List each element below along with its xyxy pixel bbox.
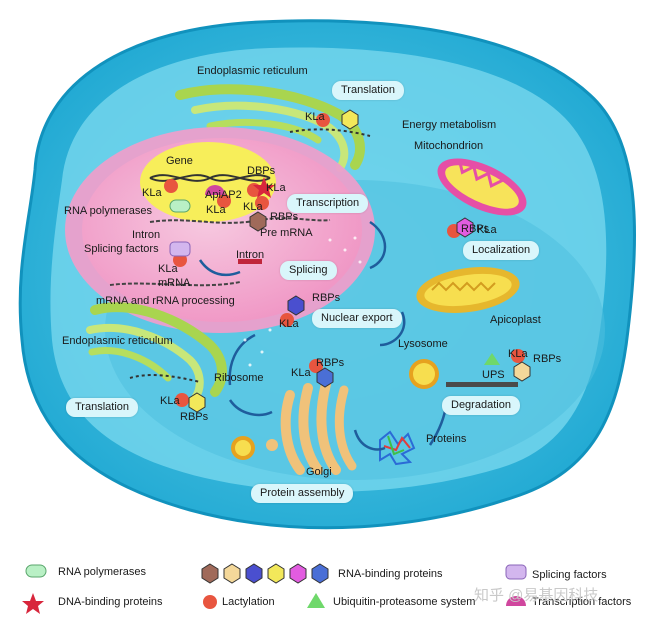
kla-label: KLa [477, 224, 497, 236]
proteasome [446, 382, 518, 387]
protein-cluster [379, 430, 416, 466]
nuclear-export-box: Nuclear export [312, 309, 402, 329]
legend-ups: Ubiquitin-proteasome system [333, 596, 476, 608]
er-bottom-label: Endoplasmic reticulum [62, 335, 173, 347]
processing-label: mRNA and rRNA processing [96, 295, 235, 307]
splicing-factor [169, 241, 191, 257]
watermark: 知乎 @易基因科技 [474, 587, 599, 604]
legend-star-icon [22, 593, 44, 614]
localization-box: Localization [463, 241, 540, 261]
apiap2-label: ApiAP2 [205, 189, 242, 201]
legend-tf: Transcription factors [532, 596, 632, 608]
kla-label: KLa [142, 187, 162, 199]
legend-rna-pol: RNA polymerases [58, 566, 147, 578]
dots [243, 236, 362, 367]
apicoplast-label: Apicoplast [490, 314, 541, 326]
kla-label: KLa [206, 204, 226, 216]
intron-label: Intron [132, 229, 161, 241]
gene-label: Gene [166, 155, 193, 167]
lysosome-label: Lysosome [398, 338, 448, 350]
dbps-label: DBPs [247, 165, 276, 177]
apiap2-marker [205, 185, 225, 195]
kla-label: KLa [279, 318, 299, 330]
legend-ups-icon [307, 593, 325, 608]
intron-mark [238, 259, 262, 264]
splicing-factors-label: Splicing factors [84, 243, 159, 255]
kla-label: KLa [291, 367, 311, 379]
pre-mrna-label: Pre mRNA [260, 227, 313, 239]
rbp-hexagons [188, 109, 531, 413]
translation-top-box: Translation [332, 81, 405, 101]
legend-lactylation: Lactylation [222, 596, 275, 608]
rbps-nuc-label: RBPs [270, 211, 299, 223]
energy-label: Energy metabolism [402, 119, 497, 131]
ups-triangle [484, 353, 500, 365]
ribosome-label: Ribosome [214, 372, 264, 384]
rna-polymerase [169, 199, 191, 213]
transcription-box: Transcription [287, 194, 369, 214]
rbps-ribo-label: RBPs [316, 357, 345, 369]
mitochondrion [437, 158, 527, 216]
legend-hexagons [201, 563, 329, 584]
kla-label: KLa [160, 395, 180, 407]
legend-splicing-icon [505, 564, 527, 580]
mito-label: Mitochondrion [414, 140, 484, 152]
kla-label: KLa [266, 182, 286, 194]
legend-dbp: DNA-binding proteins [58, 596, 163, 608]
legend-rbp: RNA-binding proteins [338, 568, 443, 580]
mrna-strand [109, 281, 241, 287]
rbps-tl-label: RBPs [180, 411, 209, 423]
ups-label: UPS [482, 369, 505, 381]
splicing-box: Splicing [280, 261, 337, 281]
er-bottom [86, 302, 227, 402]
rna-pol-label: RNA polymerases [64, 205, 153, 217]
mrna-label: mRNA [158, 277, 191, 289]
rbps-loc-label: RBPs [461, 223, 490, 235]
translation-bottom-box: Translation [66, 398, 139, 418]
er-top-label: Endoplasmic reticulum [197, 65, 308, 77]
proteins-label: Proteins [426, 433, 467, 445]
golgi-label: Golgi [306, 466, 332, 478]
kla-label: KLa [305, 111, 325, 123]
legend-splicing: Splicing factors [532, 569, 607, 581]
apicoplast [416, 267, 520, 313]
dbp-star [253, 177, 275, 198]
legend-icons [22, 563, 527, 614]
rbps-ups-label: RBPs [533, 353, 562, 365]
legend-lactylation-icon [203, 595, 217, 609]
kla-label: KLa [243, 201, 263, 213]
protein-assembly-box: Protein assembly [251, 484, 354, 504]
rbps-export-label: RBPs [312, 292, 341, 304]
lactylation-markers [164, 113, 525, 407]
legend-tf-icon [506, 596, 526, 606]
intron-label: Intron [236, 249, 265, 261]
kla-label: KLa [158, 263, 178, 275]
degradation-box: Degradation [442, 396, 520, 416]
kla-label: KLa [508, 348, 528, 360]
golgi [266, 379, 357, 475]
legend-rna-pol-icon [25, 564, 47, 578]
